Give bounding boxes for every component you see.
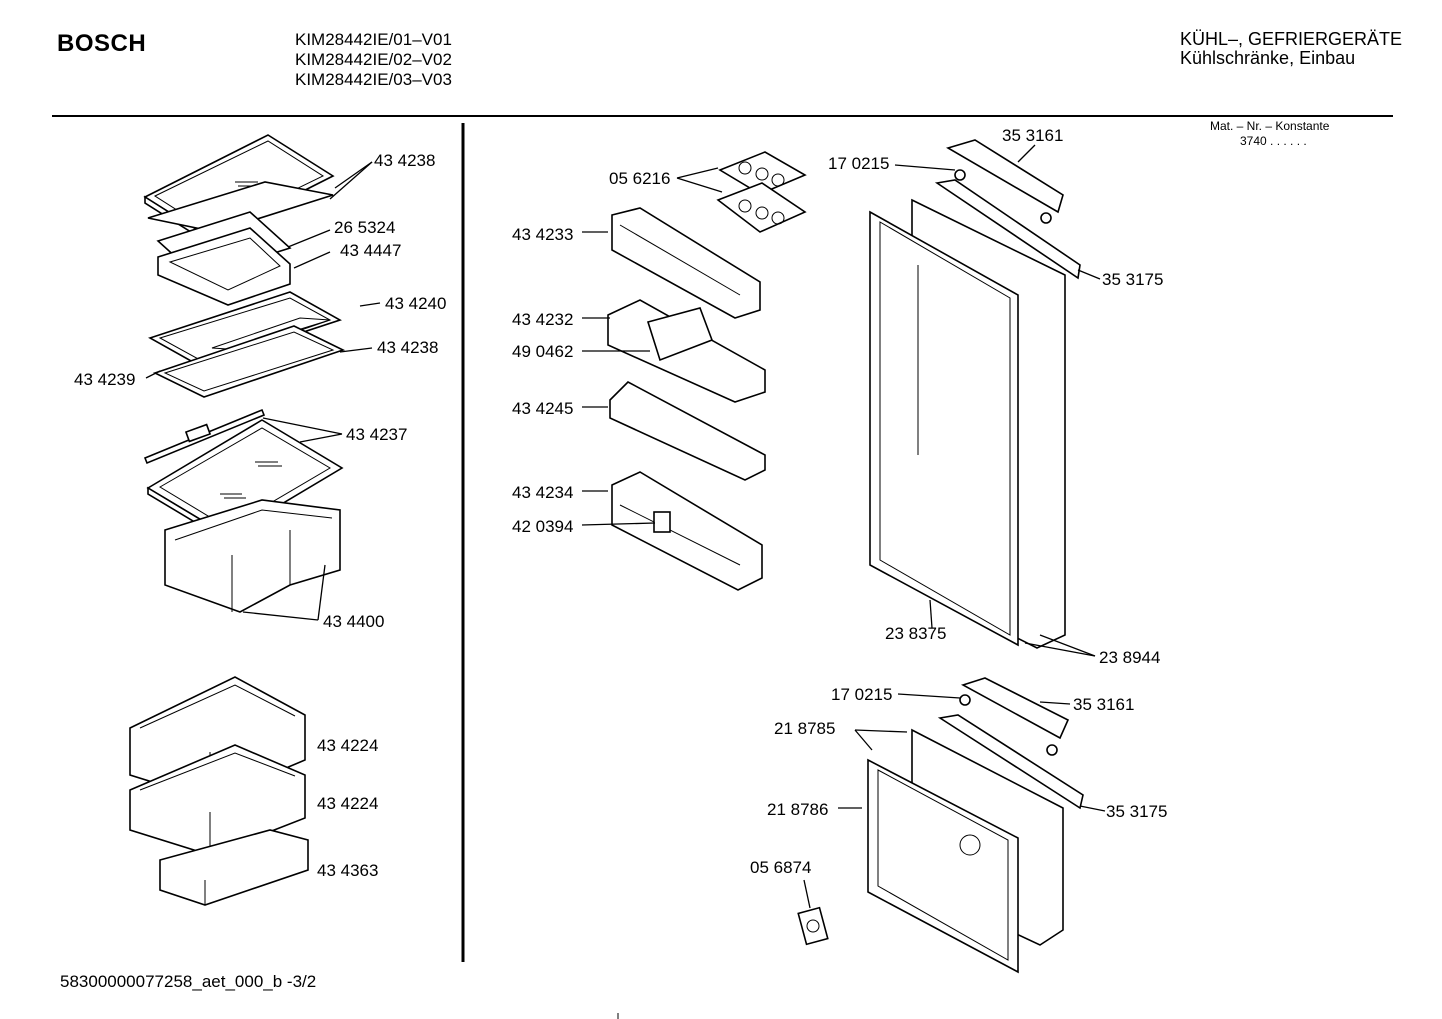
part-label: 49 0462	[512, 342, 573, 361]
temperature-knob	[797, 906, 829, 946]
part-label: 35 3161	[1002, 126, 1063, 145]
door-rack-2	[607, 299, 766, 403]
part-label: 42 0394	[512, 517, 573, 536]
part-label: 43 4237	[346, 425, 407, 444]
freezer-door	[867, 728, 1064, 974]
part-label: 23 8375	[885, 624, 946, 643]
part-label: 26 5324	[334, 218, 395, 237]
freezer-drawer-2	[129, 744, 306, 856]
part-label: 43 4400	[323, 612, 384, 631]
category-subtitle: Kühlschränke, Einbau	[1180, 48, 1356, 68]
part-label: 43 4240	[385, 294, 446, 313]
part-label: 43 4234	[512, 483, 573, 502]
part-label: 35 3175	[1102, 270, 1163, 289]
part-label: 17 0215	[831, 685, 892, 704]
part-label: 21 8785	[774, 719, 835, 738]
crisper-tray	[156, 211, 292, 306]
model-number: KIM28442IE/01–V01	[295, 30, 452, 49]
model-number: KIM28442IE/02–V02	[295, 50, 452, 69]
door-rack-1	[611, 207, 761, 319]
vegetable-drawers	[164, 499, 341, 613]
category-block: KÜHL–, GEFRIERGERÄTE Kühlschränke, Einba…	[1180, 30, 1402, 68]
screw-icon	[954, 169, 1058, 756]
material-label: Mat. – Nr. – Konstante	[1210, 119, 1330, 133]
fridge-door	[869, 198, 1066, 649]
part-label: 43 4233	[512, 225, 573, 244]
model-number: KIM28442IE/03–V03	[295, 70, 452, 89]
part-label: 43 4239	[74, 370, 135, 389]
leader-lines	[145, 144, 1106, 909]
part-label: 21 8786	[767, 800, 828, 819]
part-label: 43 4232	[512, 310, 573, 329]
part-label: 05 6216	[609, 169, 670, 188]
part-label: 43 4238	[374, 151, 435, 170]
door-rack-3	[609, 381, 766, 481]
freezer-drawer-3	[159, 829, 309, 906]
material-value: 3740 . . . . . .	[1240, 134, 1307, 148]
shelf-frame	[147, 181, 334, 233]
part-label: 35 3161	[1073, 695, 1134, 714]
part-labels: 43 4238 26 5324 43 4447 43 4240 43 4238 …	[74, 126, 1167, 880]
split-shelf	[148, 291, 346, 398]
part-label: 43 4224	[317, 736, 378, 755]
part-label: 17 0215	[828, 154, 889, 173]
part-label: 23 8944	[1099, 648, 1160, 667]
freezer-hinge-upper	[937, 677, 1084, 810]
egg-trays	[716, 151, 807, 233]
fridge-hinge-upper	[934, 139, 1081, 280]
category-title: KÜHL–, GEFRIERGERÄTE	[1180, 29, 1403, 49]
part-label: 43 4245	[512, 399, 573, 418]
material-info: Mat. – Nr. – Konstante 3740 . . . . . .	[1210, 119, 1329, 149]
part-label: 05 6874	[750, 858, 811, 877]
part-label: 43 4238	[377, 338, 438, 357]
part-label: 43 4447	[340, 241, 401, 260]
model-list: KIM28442IE/01–V01 KIM28442IE/02–V02 KIM2…	[295, 30, 452, 90]
part-label: 43 4224	[317, 794, 378, 813]
door-rack-4	[611, 471, 763, 591]
brand-logo: BOSCH	[57, 30, 147, 57]
part-label: 43 4363	[317, 861, 378, 880]
document-id: 58300000077258_aet_000_b -3/2	[60, 972, 317, 991]
part-label: 35 3175	[1106, 802, 1167, 821]
